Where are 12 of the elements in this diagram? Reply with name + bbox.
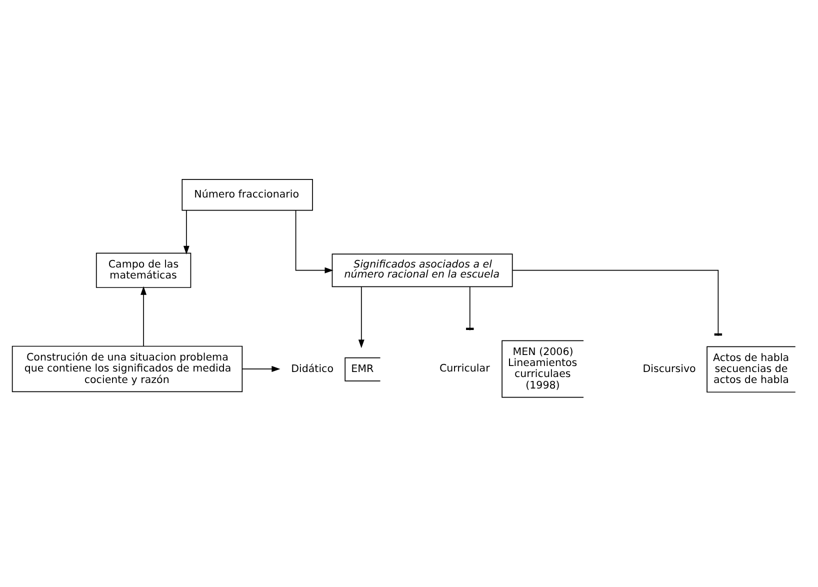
node-text: Curricular MEN (2006) Lineamientos curriculaes (1998) bbox=[439, 346, 578, 392]
arrow bbox=[242, 366, 280, 372]
node-box: Significados asociados a el número racional en la escuela bbox=[332, 254, 513, 288]
arrow bbox=[295, 210, 334, 274]
node-text: Discursivo Actos de habla secuencias de actos de habla bbox=[642, 352, 790, 386]
arrow bbox=[183, 210, 190, 254]
node-box: Número fraccionario bbox=[182, 179, 313, 211]
node-text: Didático EMR bbox=[291, 363, 374, 376]
node-box: Construción de una situacion problema que contiene los significados de medida cociente y razón bbox=[12, 346, 243, 392]
node-box: Campo de las matemáticas bbox=[96, 252, 192, 288]
arrow bbox=[358, 286, 364, 348]
arrow bbox=[140, 286, 147, 347]
